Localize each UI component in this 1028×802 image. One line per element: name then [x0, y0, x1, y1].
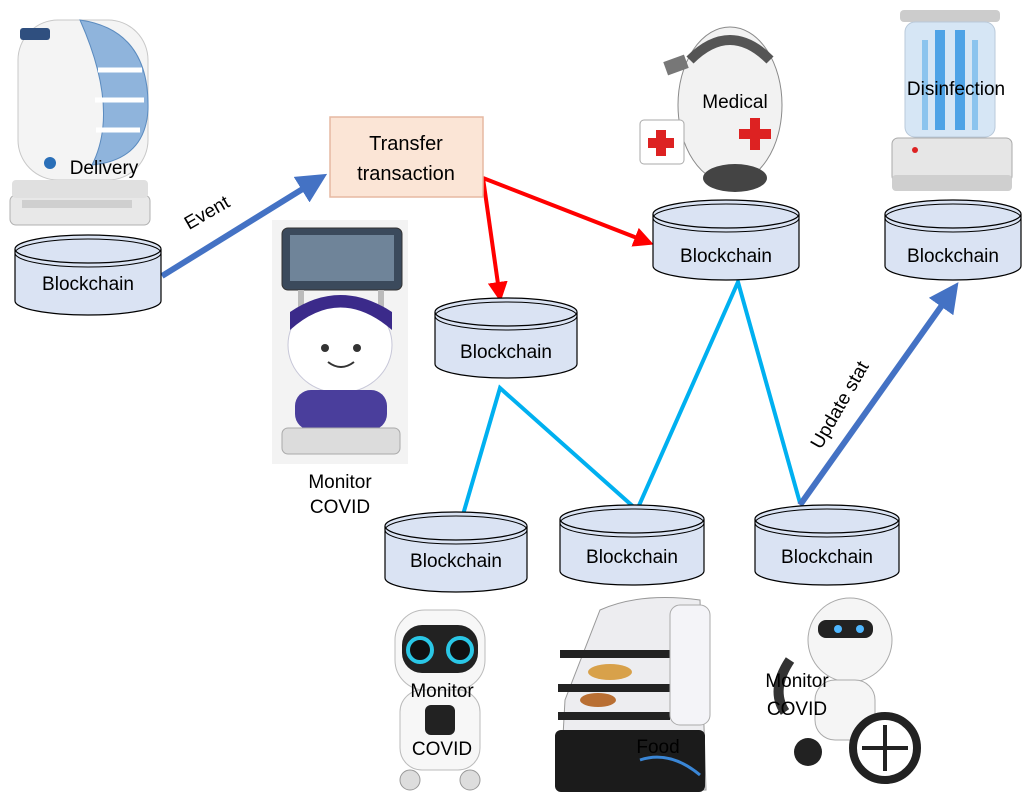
- blockchain-label: Blockchain: [586, 547, 678, 568]
- blockchain-node-delivery: Blockchain: [14, 234, 162, 316]
- transaction-label-line1: Transfer: [369, 133, 443, 155]
- blockchain-node-bottom-left: Blockchain: [384, 511, 528, 593]
- medical-label: Medical: [702, 92, 767, 113]
- blockchain-label: Blockchain: [42, 274, 134, 295]
- transfer-arrow-right: [482, 176, 654, 247]
- delivery-robot-image: [9, 19, 151, 226]
- blockchain-label: Blockchain: [460, 342, 552, 363]
- disinfection-robot-image: [891, 10, 1013, 191]
- monitor-covid-bottom-label-2: COVID: [412, 739, 472, 760]
- transfer-transaction-node: Transfer transaction: [329, 116, 484, 198]
- blockchain-node-disinfection: Blockchain: [884, 199, 1022, 281]
- delivery-label: Delivery: [70, 158, 139, 179]
- monitor-covid-robot-left-image: [272, 220, 408, 464]
- peer-link-left: [460, 384, 639, 519]
- blockchain-node-center: Blockchain: [434, 297, 578, 379]
- food-label: Food: [636, 737, 679, 758]
- blockchain-node-bottom-right: Blockchain: [754, 504, 900, 586]
- medical-robot-image: [639, 26, 783, 192]
- monitor-covid-bottom-label-1: Monitor: [410, 681, 474, 702]
- peer-links: [460, 276, 802, 519]
- food-robot-image: [555, 597, 711, 792]
- blockchain-label: Blockchain: [680, 246, 772, 267]
- blockchain-label: Blockchain: [781, 547, 873, 568]
- transaction-label-line2: transaction: [357, 163, 455, 185]
- blockchain-label: Blockchain: [907, 246, 999, 267]
- monitor-covid-robot-right-image: [773, 597, 921, 784]
- monitor-covid-left-label-2: COVID: [310, 497, 370, 518]
- monitor-covid-left-label-1: Monitor: [308, 472, 372, 493]
- blockchain-node-bottom-center: Blockchain: [559, 504, 705, 586]
- update-stat-arrow: [797, 282, 959, 507]
- monitor-covid-right-label-2: COVID: [767, 699, 827, 720]
- monitor-covid-robot-bottom-image: [394, 609, 486, 791]
- disinfection-label: Disinfection: [907, 79, 1005, 100]
- update-stat-label: Update stat: [807, 357, 874, 452]
- blockchain-label: Blockchain: [410, 551, 502, 572]
- event-arrow: [160, 173, 328, 279]
- blockchain-node-medical: Blockchain: [652, 199, 800, 281]
- monitor-covid-right-label-1: Monitor: [765, 671, 829, 692]
- peer-link-right: [635, 276, 802, 511]
- event-label: Event: [181, 192, 234, 235]
- transfer-arrow-down: [481, 177, 508, 302]
